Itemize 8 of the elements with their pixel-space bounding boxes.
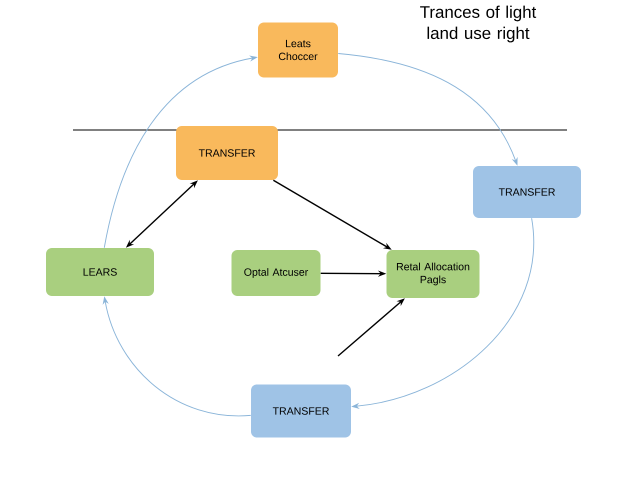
process-box: Optal Atcuser bbox=[232, 250, 320, 296]
process-box: TRANSFER bbox=[176, 126, 278, 180]
process-box: Retal Allocation Pagls bbox=[386, 250, 480, 298]
process-box: Leats Choccer bbox=[258, 22, 338, 78]
process-box: TRANSFER bbox=[251, 384, 351, 438]
title: Trances of light land use right bbox=[420, 6, 536, 42]
process-box: LEARS bbox=[46, 248, 154, 296]
process-box: TRANSFER bbox=[473, 166, 581, 218]
